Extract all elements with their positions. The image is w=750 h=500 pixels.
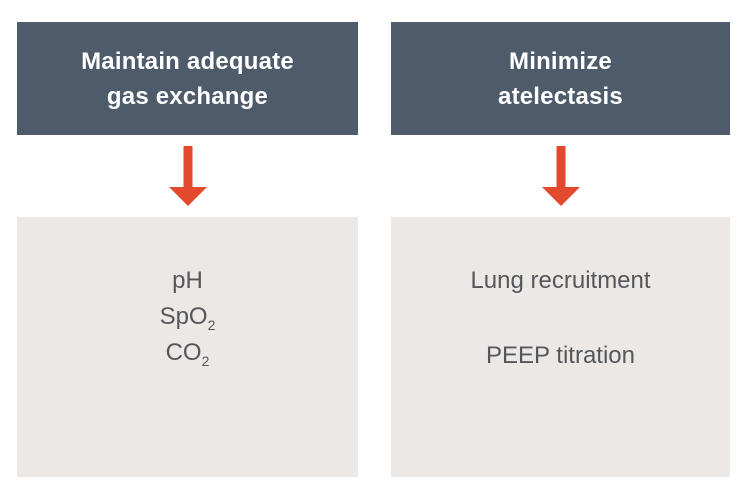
arrow-zone-right <box>391 135 730 217</box>
strategy-lung-recruitment: Lung recruitment <box>470 267 651 294</box>
header-maintain-gas-exchange: Maintain adequate gas exchange <box>17 22 358 135</box>
down-arrow-shaft <box>183 146 192 190</box>
target-label: CO <box>165 339 202 366</box>
target-spo2: SpO2 <box>17 299 358 335</box>
header-minimize-atelectasis: Minimize atelectasis <box>391 22 730 135</box>
strategy-peep-titration: PEEP titration <box>486 342 635 369</box>
header-line: Minimize <box>509 47 612 75</box>
column-gas-exchange: Maintain adequate gas exchange pH SpO2 C… <box>17 22 358 477</box>
body-gas-exchange-targets: pH SpO2 CO2 <box>17 217 358 477</box>
down-arrow-icon <box>541 146 580 206</box>
header-line: atelectasis <box>498 82 623 110</box>
header-line: gas exchange <box>106 82 269 110</box>
target-co2: CO2 <box>17 335 358 371</box>
down-arrow-head <box>168 187 207 206</box>
target-subscript: 2 <box>201 353 210 369</box>
target-label: pH <box>172 267 203 294</box>
arrow-zone-left <box>17 135 358 217</box>
down-arrow-head <box>541 187 580 206</box>
column-atelectasis: Minimize atelectasis Lung recruitment PE… <box>391 22 730 477</box>
body-atelectasis-strategies: Lung recruitment PEEP titration <box>391 217 730 477</box>
target-ph: pH <box>17 263 358 299</box>
down-arrow-icon <box>168 146 207 206</box>
target-subscript: 2 <box>207 317 216 333</box>
down-arrow-shaft <box>556 146 565 190</box>
target-label: SpO <box>159 303 208 330</box>
header-line: Maintain adequate <box>81 47 294 75</box>
